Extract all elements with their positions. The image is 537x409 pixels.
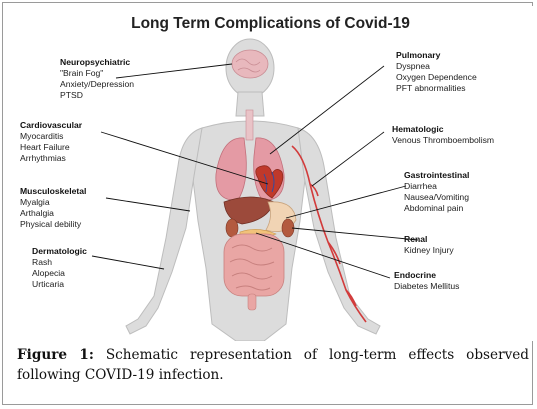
label-item: Arthalgia [20, 208, 54, 218]
label-item: PTSD [60, 90, 83, 100]
label-item: Myocarditis [20, 131, 64, 141]
label-heading: Renal [404, 234, 428, 244]
label-hematologic: Hematologic Venous Thromboembolism [392, 124, 494, 146]
label-item: Anxiety/Depression [60, 79, 135, 89]
caption-text: Schematic representation of long-term ef… [17, 347, 529, 383]
label-item: Venous Thromboembolism [392, 135, 495, 145]
label-item: Abdominal pain [404, 203, 464, 213]
label-endocrine: Endocrine Diabetes Mellitus [394, 270, 459, 292]
label-item: Myalgia [20, 197, 50, 207]
label-musculoskeletal: Musculoskeletal Myalgia Arthalgia Physic… [20, 186, 86, 230]
kidney-left [225, 218, 239, 238]
label-item: Dyspnea [396, 61, 430, 71]
label-item: Diabetes Mellitus [394, 281, 460, 291]
figure-frame: Long Term Complications of Covid-19 Neur… [2, 2, 535, 405]
label-item: Physical debility [20, 219, 82, 229]
label-gastrointestinal: Gastrointestinal Diarrhea Nausea/Vomitin… [404, 170, 469, 214]
label-item: "Brain Fog" [60, 68, 104, 78]
intestines-organ [223, 233, 285, 311]
label-item: Kidney Injury [404, 245, 454, 255]
label-neuropsychiatric: Neuropsychiatric "Brain Fog" Anxiety/Dep… [60, 57, 134, 101]
label-heading: Endocrine [394, 270, 437, 280]
heart-vessels [263, 171, 275, 193]
label-heading: Pulmonary [396, 50, 441, 60]
liver-organ [223, 196, 275, 225]
label-item: Oxygen Dependence [396, 72, 477, 82]
label-item: Urticaria [32, 279, 64, 289]
label-item: PFT abnormalities [396, 83, 466, 93]
label-item: Diarrhea [404, 181, 437, 191]
body-illustration [91, 38, 419, 341]
diagram-title: Long Term Complications of Covid-19 [131, 15, 410, 32]
label-heading: Neuropsychiatric [60, 57, 131, 67]
label-heading: Cardiovascular [20, 120, 83, 130]
label-heading: Dermatologic [32, 246, 87, 256]
trachea [245, 109, 254, 141]
label-item: Nausea/Vomiting [404, 192, 469, 202]
brain-organ [231, 49, 269, 79]
heart-organ [255, 165, 284, 199]
label-heading: Gastrointestinal [404, 170, 470, 180]
label-item: Alopecia [32, 268, 65, 278]
label-renal: Renal Kidney Injury [404, 234, 454, 256]
label-item: Rash [32, 257, 53, 267]
label-pulmonary: Pulmonary Dyspnea Oxygen Dependence PFT … [396, 50, 477, 94]
figure-caption: Figure 1: Schematic representation of lo… [17, 345, 529, 385]
label-cardiovascular: Cardiovascular Myocarditis Heart Failure… [20, 120, 82, 164]
label-heading: Musculoskeletal [20, 186, 87, 196]
arm-vein [291, 145, 367, 323]
diagram-panel: Long Term Complications of Covid-19 Neur… [6, 6, 535, 341]
leader-lines [91, 63, 419, 279]
label-heading: Hematologic [392, 124, 444, 134]
label-item: Heart Failure [20, 142, 70, 152]
label-item: Arrhythmias [20, 153, 66, 163]
label-dermatologic: Dermatologic Rash Alopecia Urticaria [32, 246, 87, 290]
caption-label: Figure 1: [17, 347, 94, 363]
